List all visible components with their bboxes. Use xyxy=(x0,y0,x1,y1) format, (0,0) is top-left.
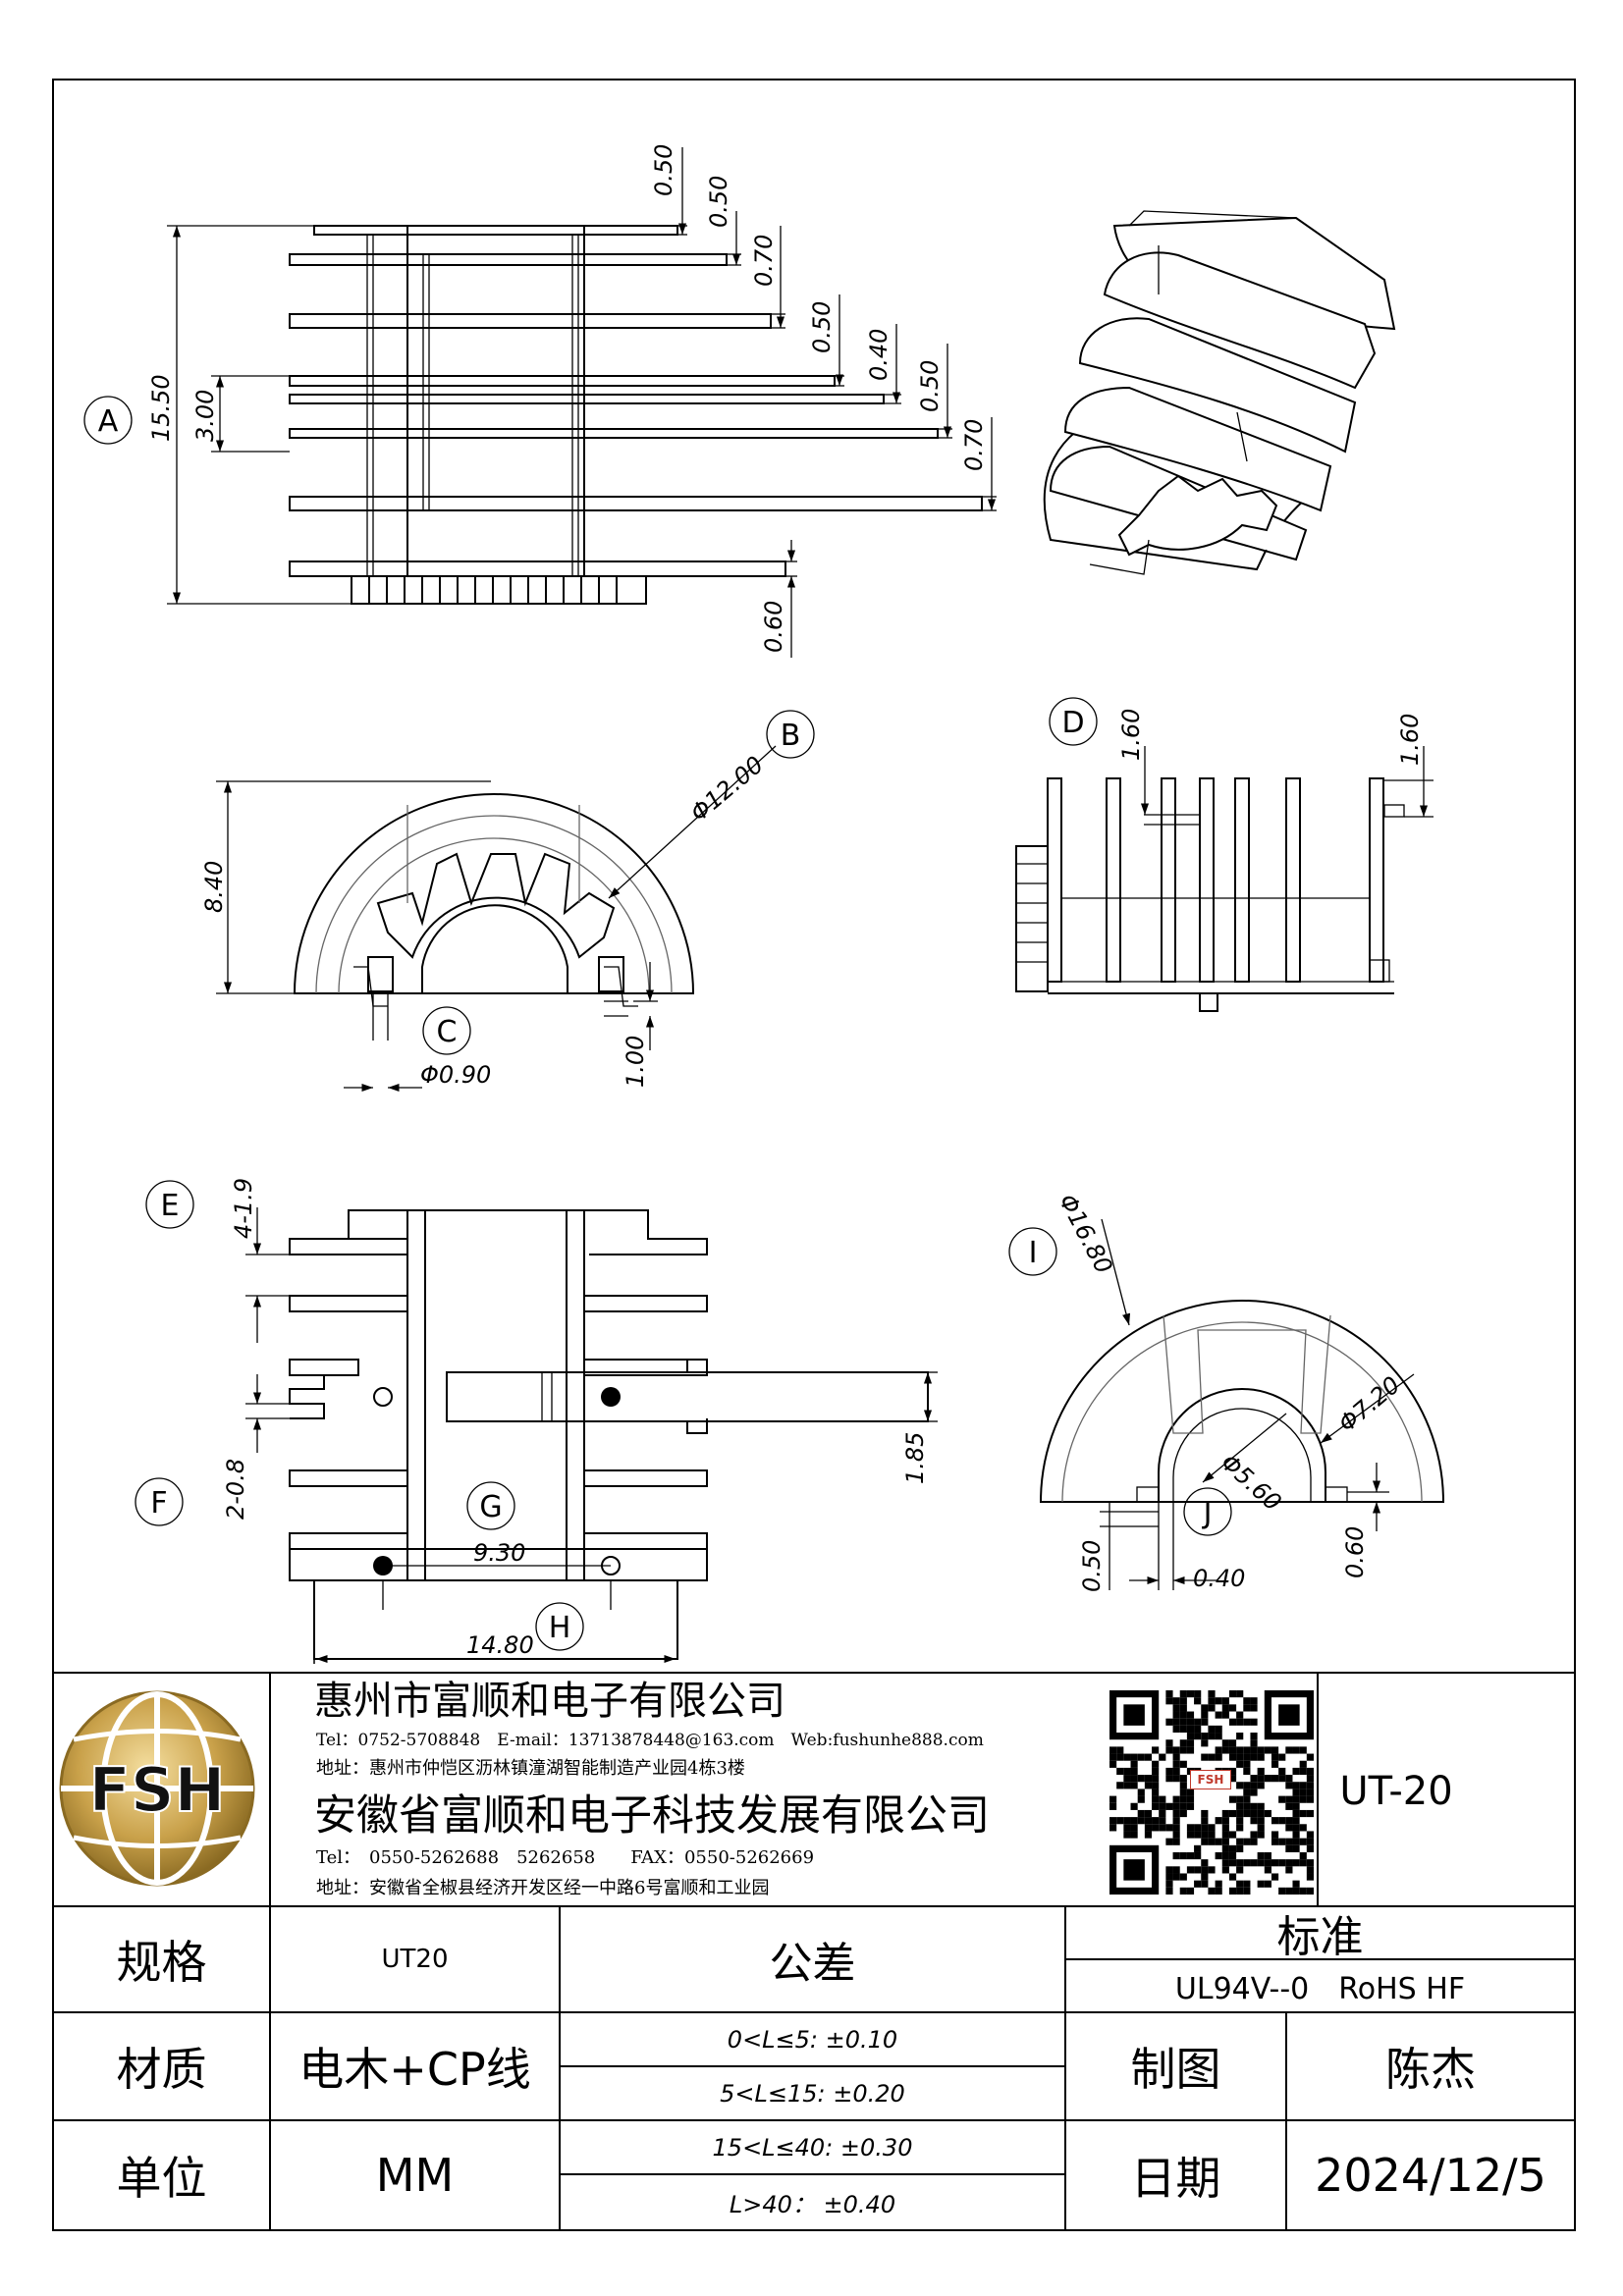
standard-label: 标准 xyxy=(1276,1912,1364,1962)
callout-j: J xyxy=(1202,1496,1213,1530)
dim-side-1: 0.50 xyxy=(705,176,732,228)
dim-i-3: 0.50 xyxy=(1078,1540,1106,1592)
dim-i-4: 0.40 xyxy=(1193,1565,1245,1592)
view-isometric xyxy=(1043,210,1396,575)
dim-side-0: 0.50 xyxy=(650,144,677,196)
spec-value: UT20 xyxy=(381,1945,449,1974)
view-i: Φ16.80 Φ7.20 Φ5.60 0.50 0.40 0.60 xyxy=(1039,1190,1445,1592)
callout-h: H xyxy=(549,1611,571,1645)
drawn-label: 制图 xyxy=(1130,2043,1221,2096)
callout-e: E xyxy=(161,1189,180,1223)
drawn-value: 陈杰 xyxy=(1385,2043,1476,2096)
callout-d: D xyxy=(1061,706,1084,740)
unit-value: MM xyxy=(375,2149,455,2202)
dim-e-1: 2-0.8 xyxy=(222,1459,249,1520)
unit-label: 单位 xyxy=(116,2152,207,2205)
company2-address: 地址：安徽省全椒县经济开发区经一中路6号富顺和工业园 xyxy=(316,1878,770,1898)
tolerance-label: 公差 xyxy=(769,1939,856,1989)
fsh-logo: FSH xyxy=(59,1690,255,1887)
dim-e-0: 4-1.9 xyxy=(230,1178,257,1239)
dim-side-8: 3.00 xyxy=(191,390,219,442)
dim-i-0: Φ16.80 xyxy=(1054,1190,1118,1278)
dim-d-1: 1.60 xyxy=(1396,714,1424,766)
dim-side-4: 0.40 xyxy=(865,329,893,381)
callouts: A B C D E F G H I J xyxy=(83,396,1232,1651)
date-value: 2024/12/5 xyxy=(1315,2149,1546,2202)
company1-name: 惠州市富顺和电子有限公司 xyxy=(314,1679,785,1724)
callout-c: C xyxy=(437,1015,458,1049)
callout-g: G xyxy=(479,1490,502,1524)
dim-side-7: 15.50 xyxy=(147,374,175,442)
dim-side-9: 0.60 xyxy=(760,601,787,653)
callout-i: I xyxy=(1029,1236,1038,1270)
dim-side-5: 0.50 xyxy=(916,360,944,412)
dim-i-5: 0.60 xyxy=(1341,1526,1369,1578)
tolerance-0: 0<L≤5: ±0.10 xyxy=(727,2025,898,2054)
side-pins xyxy=(351,575,647,605)
drawing-frame xyxy=(52,79,1576,2231)
dim-d-0: 1.60 xyxy=(1117,709,1145,761)
side-flanges xyxy=(289,225,983,577)
title-block-grid xyxy=(53,1672,1575,2230)
company1-contact: Tel：0752-5708848 E-mail：13713878448@163.… xyxy=(316,1730,984,1750)
view-b: 8.40 Φ12.00 Φ0.90 1.00 xyxy=(200,745,777,1093)
company2-name: 安徽省富顺和电子科技发展有限公司 xyxy=(314,1791,990,1841)
callout-b: B xyxy=(781,719,801,753)
dim-e-4: 14.80 xyxy=(466,1631,534,1659)
company2-contact: Tel： 0550-5262688 5262658 FAX：0550-52626… xyxy=(316,1847,815,1868)
part-number: UT-20 xyxy=(1339,1769,1453,1814)
company1-address: 地址：惠州市仲恺区沥林镇潼湖智能制造产业园4栋3楼 xyxy=(316,1758,745,1779)
qr-badge: FSH xyxy=(1190,1770,1231,1789)
dim-b-3: 1.00 xyxy=(622,1036,649,1088)
dim-i-1: Φ7.20 xyxy=(1333,1371,1405,1438)
view-side: 0.50 0.50 0.70 0.50 0.40 0.50 0.70 0.60 … xyxy=(147,144,997,658)
dim-i-2: Φ5.60 xyxy=(1216,1449,1286,1517)
spec-label: 规格 xyxy=(116,1936,207,1989)
view-d: 1.60 1.60 xyxy=(1015,709,1434,1012)
callout-f: F xyxy=(150,1486,167,1521)
dim-b-1: Φ12.00 xyxy=(685,751,769,828)
dim-e-2: 1.85 xyxy=(901,1432,929,1484)
tolerance-2: 15<L≤40: ±0.30 xyxy=(712,2133,913,2162)
dim-side-2: 0.70 xyxy=(750,235,778,287)
dim-b-2: Φ0.90 xyxy=(420,1061,491,1089)
logo-text: FSH xyxy=(89,1754,226,1826)
dim-b-0: 8.40 xyxy=(200,861,228,913)
date-label: 日期 xyxy=(1130,2152,1221,2205)
view-e: 4-1.9 2-0.8 1.85 9.30 14.80 xyxy=(222,1178,938,1664)
qr-code-icon xyxy=(1109,1690,1314,1895)
dim-side-6: 0.70 xyxy=(960,419,988,471)
callout-a: A xyxy=(98,404,119,439)
tolerance-1: 5<L≤15: ±0.20 xyxy=(720,2079,905,2108)
dim-side-3: 0.50 xyxy=(808,301,836,353)
tolerance-3: L>40： ±0.40 xyxy=(729,2191,896,2218)
material-label: 材质 xyxy=(116,2043,207,2096)
material-value: 电木+CP线 xyxy=(298,2043,531,2096)
dim-e-3: 9.30 xyxy=(473,1539,525,1567)
standard-value: UL94V--0 RoHS HF xyxy=(1174,1972,1466,2006)
